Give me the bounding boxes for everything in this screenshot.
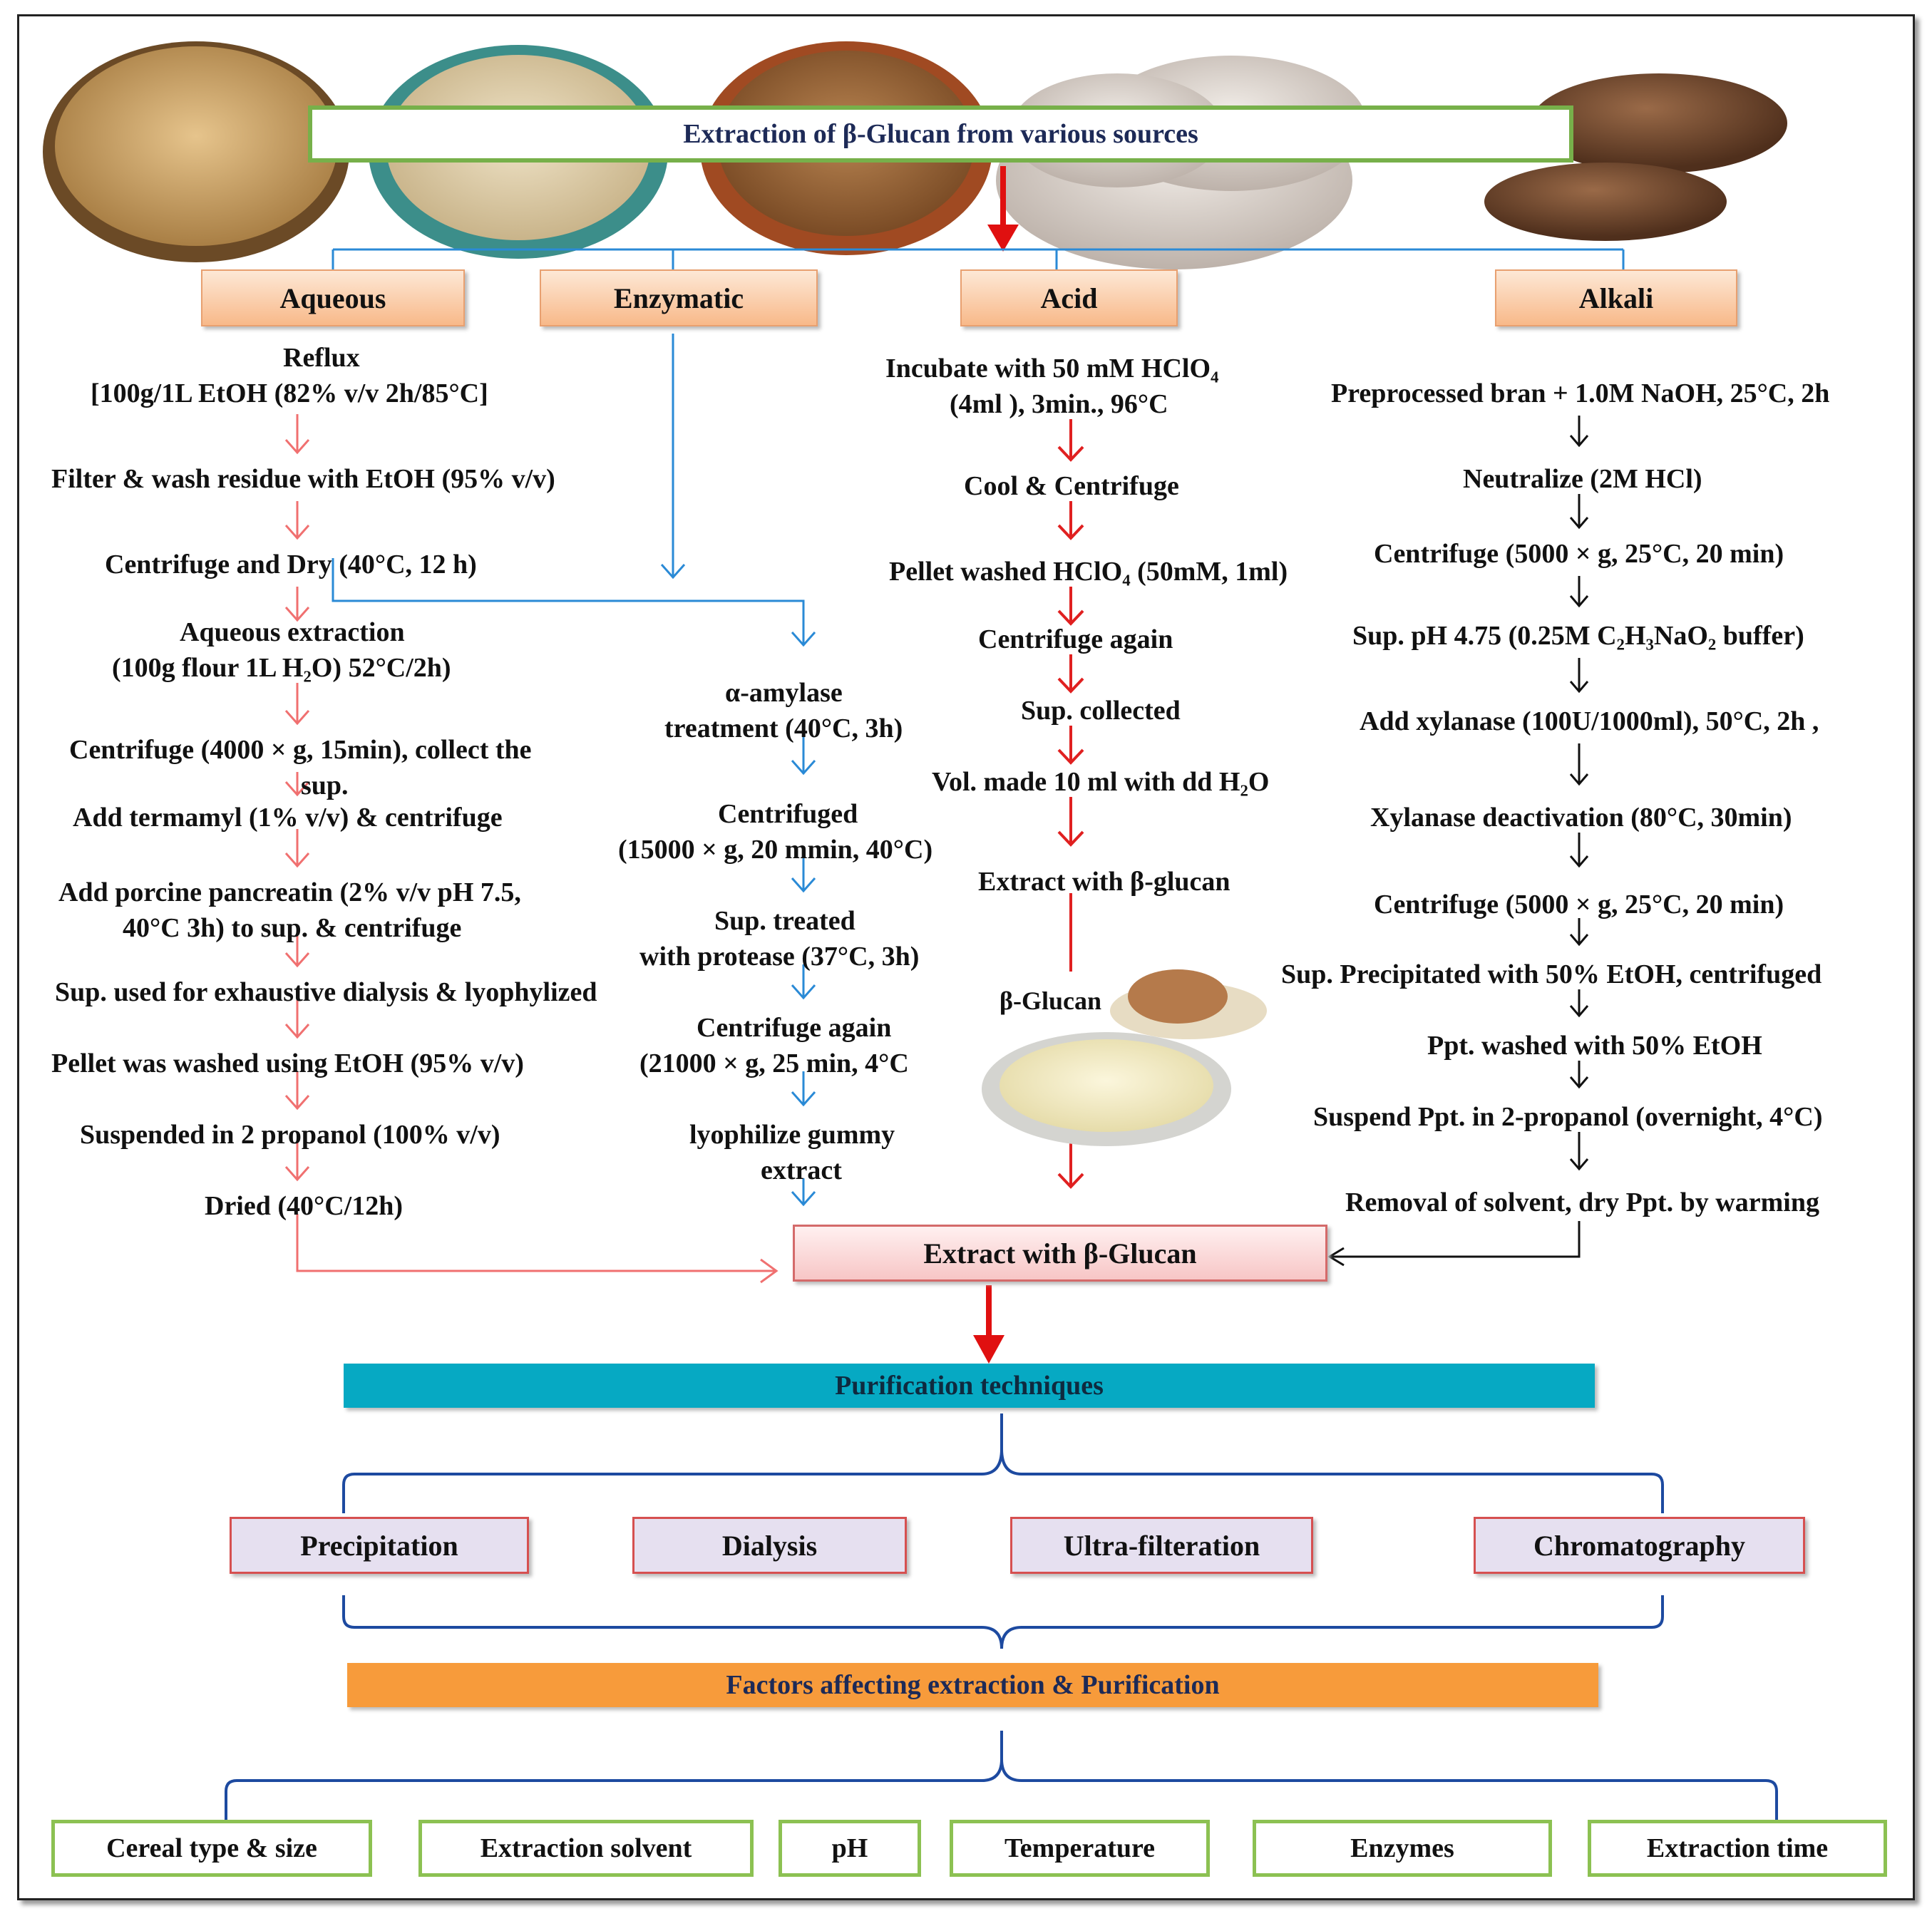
aqueous-step-9: Pellet was washed using EtOH (95% v/v) — [51, 1049, 524, 1078]
method-enzymatic: Enzymatic — [540, 269, 818, 326]
diagram-frame: Extraction of β-Glucan from various sour… — [17, 14, 1915, 1900]
enzymatic-step-5b: extract — [761, 1155, 842, 1185]
aqueous-step-3: Centrifuge and Dry (40°C, 12 h) — [105, 550, 477, 580]
purification-dialysis: Dialysis — [632, 1517, 907, 1574]
acid-step-3: Pellet washed HClO₄ (50mM, 1ml) — [889, 557, 1288, 587]
acid-step-6: Vol. made 10 ml with dd H₂O — [932, 767, 1270, 797]
factor-extraction-time: Extraction time — [1588, 1820, 1887, 1877]
oat-bowl-small — [1110, 969, 1267, 1039]
aqueous-step-7a: Add porcine pancreatin (2% v/v pH 7.5, — [58, 877, 521, 907]
aqueous-step-2: Filter & wash residue with EtOH (95% v/v… — [51, 464, 555, 494]
purification-title: Purification techniques — [344, 1364, 1595, 1408]
factors-title: Factors affecting extraction & Purificat… — [347, 1663, 1598, 1707]
acid-step-7: Extract with β-glucan — [978, 867, 1230, 897]
aqueous-step-5a: Centrifuge (4000 × g, 15min), collect th… — [69, 735, 532, 765]
factor-enzymes: Enzymes — [1253, 1820, 1552, 1877]
enzymatic-step-2b: (15000 × g, 20 mmin, 40°C) — [618, 835, 933, 865]
factor-ph: pH — [779, 1820, 921, 1877]
purification-chromatography: Chromatography — [1474, 1517, 1805, 1574]
acid-step-1b: (4ml ), 3min., 96°C — [950, 389, 1168, 419]
enzymatic-step-3a: Sup. treated — [714, 906, 855, 936]
extract-box: Extract with β-Glucan — [793, 1225, 1327, 1282]
aqueous-step-10: Suspended in 2 propanol (100% v/v) — [80, 1120, 500, 1150]
alkali-step-1: Preprocessed bran + 1.0M NaOH, 25°C, 2h — [1331, 378, 1830, 408]
acid-step-5: Sup. collected — [1021, 696, 1181, 726]
factor-extraction-solvent: Extraction solvent — [418, 1820, 754, 1877]
alkali-step-8: Sup. Precipitated with 50% EtOH, centrif… — [1281, 959, 1822, 989]
enzymatic-step-2a: Centrifuged — [718, 799, 858, 829]
aqueous-step-11: Dried (40°C/12h) — [205, 1191, 404, 1221]
oyster-mushroom — [996, 56, 1367, 269]
purification-ultrafilteration: Ultra-filteration — [1010, 1517, 1313, 1574]
enzymatic-arrows — [332, 334, 816, 1207]
alkali-step-2: Neutralize (2M HCl) — [1463, 464, 1702, 494]
acid-arrows — [1057, 419, 1084, 1189]
aqueous-step-4b: (100g flour 1L H₂O) 52°C/2h) — [112, 653, 451, 683]
alkali-step-3: Centrifuge (5000 × g, 25°C, 20 min) — [1374, 539, 1784, 569]
alkali-step-9: Ppt. washed with 50% EtOH — [1427, 1031, 1762, 1061]
page-title: Extraction of β-Glucan from various sour… — [308, 105, 1573, 163]
aqueous-step-8: Sup. used for exhaustive dialysis & lyop… — [55, 977, 597, 1007]
shiitake-mushroom — [1484, 73, 1787, 241]
alkali-step-7: Centrifuge (5000 × g, 25°C, 20 min) — [1374, 890, 1784, 920]
aqueous-step-1b: [100g/1L EtOH (82% v/v 2h/85°C] — [91, 378, 488, 408]
alkali-step-11: Removal of solvent, dry Ppt. by warming — [1345, 1188, 1819, 1217]
aqueous-step-1a: Reflux — [283, 343, 360, 373]
factor-temperature: Temperature — [950, 1820, 1210, 1877]
enzymatic-step-5a: lyophilize gummy — [689, 1120, 895, 1150]
purification-bracket — [342, 1413, 1664, 1649]
enzymatic-step-1a: α-amylase — [725, 678, 843, 708]
acid-step-4: Centrifuge again — [978, 624, 1173, 654]
barley-grain-bowl — [43, 41, 349, 262]
aqueous-step-5b: sup. — [301, 771, 349, 800]
method-acid: Acid — [960, 269, 1178, 326]
alkali-step-6: Xylanase deactivation (80°C, 30min) — [1370, 803, 1792, 833]
enzymatic-step-3b: with protease (37°C, 3h) — [639, 942, 920, 972]
factor-cereal-type: Cereal type & size — [51, 1820, 372, 1877]
method-connectors — [332, 248, 1625, 269]
enzymatic-step-4b: (21000 × g, 25 min, 4°C — [639, 1049, 909, 1078]
purification-precipitation: Precipitation — [230, 1517, 529, 1574]
enzymatic-step-4a: Centrifuge again — [697, 1013, 892, 1043]
method-aqueous: Aqueous — [201, 269, 465, 326]
alkali-step-10: Suspend Ppt. in 2-propanol (overnight, 4… — [1313, 1102, 1823, 1132]
aqueous-step-6: Add termamyl (1% v/v) & centrifuge — [73, 803, 503, 833]
factors-bracket — [225, 1731, 1778, 1820]
aqueous-arrows — [284, 414, 779, 1284]
aqueous-step-4a: Aqueous extraction — [180, 617, 405, 647]
acid-step-1a: Incubate with 50 mM HClO₄ — [885, 354, 1219, 383]
alkali-step-4: Sup. pH 4.75 (0.25M C₂H₃NaO₂ buffer) — [1352, 621, 1804, 651]
acid-step-2: Cool & Centrifuge — [964, 471, 1179, 501]
glucan-powder-dish — [982, 1032, 1231, 1146]
enzymatic-step-1b: treatment (40°C, 3h) — [664, 714, 903, 743]
glucan-image-label: β-Glucan — [1000, 987, 1101, 1015]
aqueous-step-7b: 40°C 3h) to sup. & centrifuge — [123, 913, 462, 943]
alkali-arrows — [1327, 416, 1589, 1267]
alkali-step-5: Add xylanase (100U/1000ml), 50°C, 2h , — [1360, 706, 1819, 736]
method-alkali: Alkali — [1495, 269, 1737, 326]
